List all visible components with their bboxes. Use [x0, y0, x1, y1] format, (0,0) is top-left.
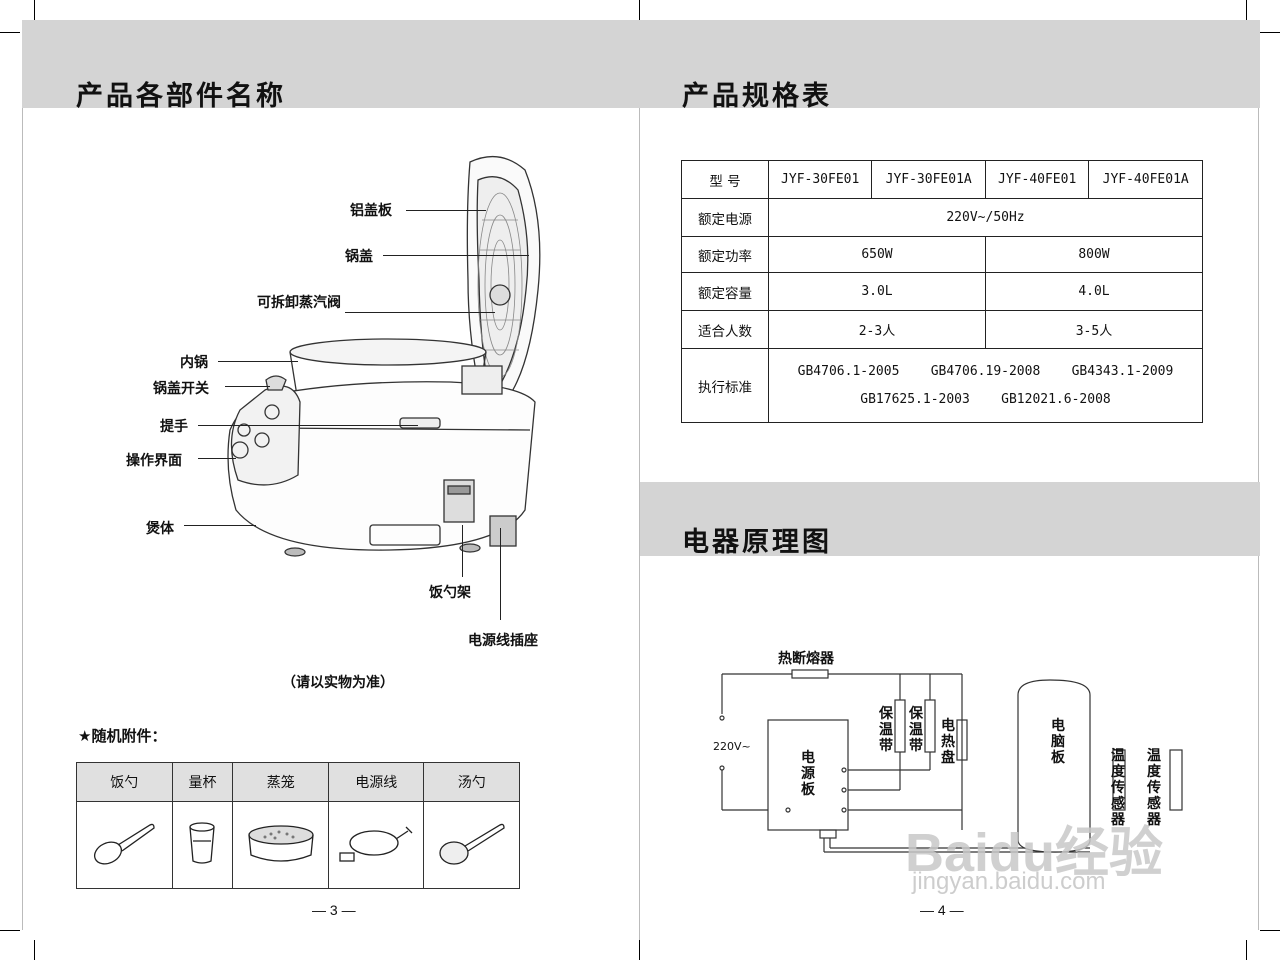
people-value: 2-3人	[768, 310, 986, 349]
spec-table: 型 号 JYF-30FE01 JYF-30FE01A JYF-40FE01 JY…	[681, 160, 1204, 423]
label-cpu-board: 电脑板	[1051, 718, 1065, 766]
crop-mark	[34, 0, 35, 20]
label-power-socket: 电源线插座	[468, 633, 538, 649]
standards-line: GB17625.1-2003 GB12021.6-2008	[860, 391, 1111, 407]
leader-line	[462, 525, 463, 577]
right-page-number: — 4 —	[920, 902, 964, 918]
accessories-table: 饭勺 量杯 蒸笼 电源线 汤勺	[76, 762, 520, 889]
accessory-name: 量杯	[171, 762, 234, 802]
rice-cooker-illustration	[227, 155, 541, 557]
leader-line	[383, 255, 529, 256]
label-body: 煲体	[146, 521, 174, 537]
spec-label-voltage: 额定电源	[681, 198, 769, 237]
crop-mark	[34, 940, 35, 960]
soup-ladle-image	[423, 801, 520, 889]
label-temp-sensor-1: 温度传感器	[1111, 748, 1125, 828]
circuit-diagram	[719, 669, 1183, 853]
power-value: 650W	[768, 236, 986, 273]
capacity-value: 4.0L	[984, 272, 1204, 311]
page-divider	[639, 20, 640, 940]
spec-title: 产品规格表	[682, 81, 832, 112]
note-actual-product: （请以实物为准）	[282, 675, 394, 691]
model-cell: JYF-40FE01A	[1088, 160, 1203, 199]
leader-line	[406, 210, 486, 211]
spec-label-people: 适合人数	[681, 310, 769, 349]
baidu-url-watermark: jingyan.baidu.com	[912, 868, 1106, 895]
leader-line	[218, 361, 298, 362]
accessory-name: 电源线	[327, 762, 425, 802]
page-guide-left	[22, 108, 23, 930]
label-lid-switch: 锅盖开关	[153, 381, 209, 397]
power-cord-image	[327, 801, 425, 889]
label-handle: 提手	[160, 419, 188, 435]
leader-line	[198, 458, 236, 459]
steamer-image	[232, 801, 329, 889]
spec-label-power: 额定功率	[681, 236, 769, 273]
people-value: 3-5人	[984, 310, 1204, 349]
voltage-value: 220V~/50Hz	[768, 198, 1203, 237]
spec-label-capacity: 额定容量	[681, 272, 769, 311]
right-header-band	[640, 20, 1260, 108]
label-control-panel: 操作界面	[126, 453, 182, 469]
circuit-header-band	[640, 482, 1260, 556]
accessory-name: 汤勺	[423, 762, 520, 802]
page-number-value: 4	[937, 902, 946, 918]
label-keep-warm-1: 保温带	[879, 706, 893, 754]
label-keep-warm-2: 保温带	[909, 706, 923, 754]
crop-mark	[0, 32, 20, 33]
label-spoon-holder: 饭勺架	[429, 585, 471, 601]
label-temp-sensor-2: 温度传感器	[1147, 748, 1161, 828]
label-thermal-fuse: 热断熔器	[778, 651, 834, 667]
label-220v: 220V~	[713, 740, 751, 753]
model-cell: JYF-40FE01	[984, 160, 1090, 199]
measuring-cup-image	[171, 801, 234, 889]
accessory-name: 蒸笼	[232, 762, 329, 802]
spec-label-standard: 执行标准	[681, 348, 769, 423]
left-header-band	[22, 20, 640, 108]
label-inner-pot: 内锅	[180, 355, 208, 371]
leader-line	[225, 386, 270, 387]
crop-mark	[639, 0, 640, 20]
power-value: 800W	[984, 236, 1204, 273]
crop-mark	[1260, 32, 1280, 33]
spec-label-model: 型 号	[681, 160, 769, 199]
leader-line	[500, 528, 501, 620]
crop-mark	[1246, 940, 1247, 960]
baidu-watermark: Baidu经验	[905, 823, 1164, 883]
model-cell: JYF-30FE01A	[871, 160, 986, 199]
rice-spoon-image	[76, 801, 173, 889]
model-cell: JYF-30FE01	[767, 160, 873, 199]
label-lid: 锅盖	[345, 249, 373, 265]
leader-line	[198, 425, 418, 426]
accessories-title: ★随机附件：	[78, 727, 167, 745]
left-page-number: — 3 —	[312, 902, 356, 918]
label-power-board: 电源板	[801, 750, 815, 798]
crop-mark	[639, 940, 640, 960]
standards-value: GB4706.1-2005 GB4706.19-2008 GB4343.1-20…	[768, 348, 1203, 423]
label-steam-valve: 可拆卸蒸汽阀	[257, 295, 341, 311]
parts-title: 产品各部件名称	[76, 81, 286, 112]
crop-mark	[1246, 0, 1247, 20]
accessory-name: 饭勺	[76, 762, 173, 802]
label-heating-plate: 电热盘	[941, 718, 955, 766]
capacity-value: 3.0L	[768, 272, 986, 311]
crop-mark	[0, 930, 20, 931]
leader-line	[184, 525, 256, 526]
crop-mark	[1260, 930, 1280, 931]
circuit-title: 电器原理图	[682, 527, 832, 558]
leader-line	[345, 312, 495, 313]
label-aluminum-cover: 铝盖板	[350, 203, 392, 219]
standards-line: GB4706.1-2005 GB4706.19-2008 GB4343.1-20…	[797, 363, 1174, 379]
page-number-value: 3	[329, 902, 338, 918]
